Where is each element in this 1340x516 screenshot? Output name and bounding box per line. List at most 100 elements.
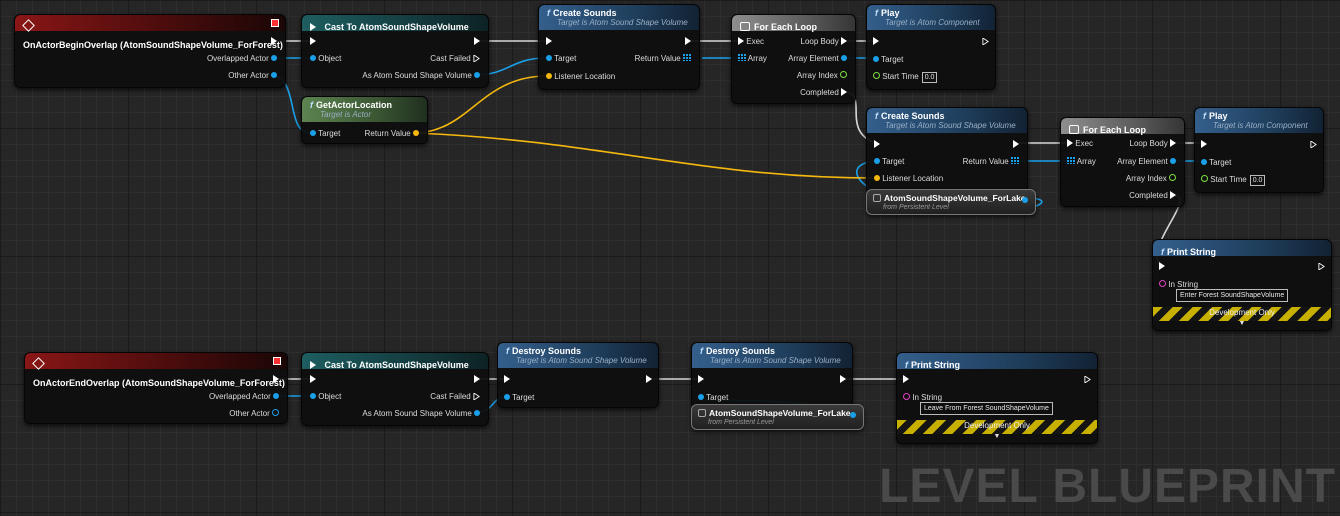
pin-completed[interactable]: Completed <box>800 88 847 98</box>
in-string-value[interactable]: Leave From Forest SoundShapeVolume <box>920 402 1053 415</box>
exec-in-pin[interactable] <box>504 375 510 385</box>
exec-out-pin[interactable] <box>982 37 989 47</box>
exec-out-pin[interactable] <box>474 375 480 385</box>
exec-out-pin[interactable] <box>1084 375 1091 385</box>
exec-out-pin[interactable] <box>840 375 846 385</box>
pin-label: Target <box>318 129 341 138</box>
exec-in-pin[interactable] <box>1201 140 1207 150</box>
pin-return-value[interactable]: Return Value <box>963 157 1019 167</box>
pin-listener-location[interactable]: Listener Location <box>874 174 943 184</box>
pin-listener-location[interactable]: Listener Location <box>546 72 615 82</box>
exec-out-pin[interactable] <box>273 375 279 385</box>
exec-in-pin[interactable] <box>698 375 704 385</box>
exec-in-pin[interactable] <box>546 37 552 47</box>
pin-object[interactable]: Object <box>310 54 341 64</box>
event-node-begin-overlap[interactable]: OnActorBeginOverlap (AtomSoundShapeVolum… <box>14 14 286 88</box>
delegate-pin-icon[interactable] <box>271 19 279 27</box>
event-node-end-overlap[interactable]: OnActorEndOverlap (AtomSoundShapeVolume_… <box>24 352 288 424</box>
in-string-value[interactable]: Enter Forest SoundShapeVolume <box>1176 289 1289 302</box>
variable-node-forlake-2[interactable]: AtomSoundShapeVolume_ForLake from Persis… <box>691 404 864 430</box>
pin-target[interactable]: Target <box>1201 158 1231 168</box>
object-pin-icon[interactable] <box>850 412 856 418</box>
pin-array-index[interactable]: Array Index <box>1126 174 1176 184</box>
pin-label: Array Index <box>1125 174 1167 183</box>
exec-in-pin[interactable] <box>903 375 909 385</box>
pin-loop-body[interactable]: Loop Body <box>801 37 847 47</box>
pin-other-actor[interactable]: Other Actor <box>229 409 279 419</box>
pin-array-index[interactable]: Array Index <box>797 71 847 81</box>
in-string-input[interactable]: Enter Forest SoundShapeVolume <box>1176 289 1289 302</box>
pin-in-string[interactable]: In String <box>903 393 942 403</box>
exec-out-pin[interactable] <box>685 37 691 47</box>
cast-icon <box>310 361 316 369</box>
for-each-loop-node-1[interactable]: For Each Loop Exec Loop Body Array Array… <box>731 14 856 104</box>
exec-out-pin[interactable] <box>474 37 480 47</box>
exec-out-pin[interactable] <box>1310 140 1317 150</box>
exec-in-pin[interactable] <box>1159 262 1165 272</box>
start-time-input[interactable]: 0.0 <box>1249 175 1266 186</box>
cast-node-2[interactable]: Cast To AtomSoundShapeVolume Object Cast… <box>301 352 489 426</box>
exec-out-pin[interactable] <box>271 37 277 47</box>
object-pin-icon <box>1170 158 1176 164</box>
in-string-input[interactable]: Leave From Forest SoundShapeVolume <box>920 402 1053 415</box>
pin-completed[interactable]: Completed <box>1129 191 1176 201</box>
object-pin-icon[interactable] <box>1022 197 1028 203</box>
pin-as-atom-volume[interactable]: As Atom Sound Shape Volume <box>362 409 480 419</box>
exec-in-pin[interactable] <box>874 140 880 150</box>
exec-in-pin[interactable] <box>310 375 316 385</box>
pin-array-element[interactable]: Array Element <box>1117 157 1176 167</box>
object-pin-icon <box>272 409 279 416</box>
pin-target[interactable]: Target <box>504 393 534 403</box>
exec-in-pin[interactable] <box>873 37 879 47</box>
exec-hollow-icon <box>473 55 480 62</box>
pin-target[interactable]: Target <box>874 157 904 167</box>
pin-exec[interactable]: Exec <box>738 37 764 47</box>
node-title: For Each Loop <box>754 22 817 32</box>
pin-cast-failed[interactable]: Cast Failed <box>430 54 480 64</box>
start-time-input[interactable]: 0.0 <box>921 72 938 83</box>
pin-array[interactable]: Array <box>1067 157 1096 167</box>
exec-out-pin[interactable] <box>646 375 652 385</box>
pin-exec[interactable]: Exec <box>1067 139 1093 149</box>
delegate-pin-icon[interactable] <box>273 357 281 365</box>
pin-loop-body[interactable]: Loop Body <box>1130 139 1176 149</box>
node-header: Cast To AtomSoundShapeVolume <box>302 353 488 370</box>
pin-object[interactable]: Object <box>310 392 341 402</box>
exec-out-pin[interactable] <box>1318 262 1325 272</box>
pin-overlapped-actor[interactable]: Overlapped Actor <box>207 54 277 64</box>
pin-other-actor[interactable]: Other Actor <box>228 71 277 81</box>
pin-array[interactable]: Array <box>738 54 767 64</box>
pin-array-element[interactable]: Array Element <box>788 54 847 64</box>
pin-target[interactable]: Target <box>698 393 728 403</box>
pin-label: Array Element <box>788 54 839 63</box>
variable-node-forlake-1[interactable]: AtomSoundShapeVolume_ForLake from Persis… <box>866 189 1036 215</box>
exec-in-pin[interactable] <box>310 37 316 47</box>
pin-target[interactable]: Target <box>310 129 340 139</box>
pin-in-string[interactable]: In String <box>1159 280 1198 290</box>
exec-out-pin[interactable] <box>1013 140 1019 150</box>
pin-as-atom-volume[interactable]: As Atom Sound Shape Volume <box>362 71 480 81</box>
pin-target[interactable]: Target <box>873 55 903 65</box>
chevron-down-icon[interactable]: ▼ <box>993 433 1001 440</box>
pin-return-value[interactable]: Return Value <box>365 129 419 139</box>
pin-target[interactable]: Target <box>546 54 576 64</box>
pin-return-value[interactable]: Return Value <box>635 54 691 64</box>
pin-overlapped-actor[interactable]: Overlapped Actor <box>209 392 279 402</box>
for-each-loop-node-2[interactable]: For Each Loop Exec Loop Body Array Array… <box>1060 117 1185 207</box>
pin-label: Listener Location <box>554 72 616 81</box>
cast-node-1[interactable]: Cast To AtomSoundShapeVolume Object Cast… <box>301 14 489 88</box>
chevron-down-icon[interactable]: ▼ <box>1238 320 1246 327</box>
pin-cast-failed[interactable]: Cast Failed <box>430 392 480 402</box>
